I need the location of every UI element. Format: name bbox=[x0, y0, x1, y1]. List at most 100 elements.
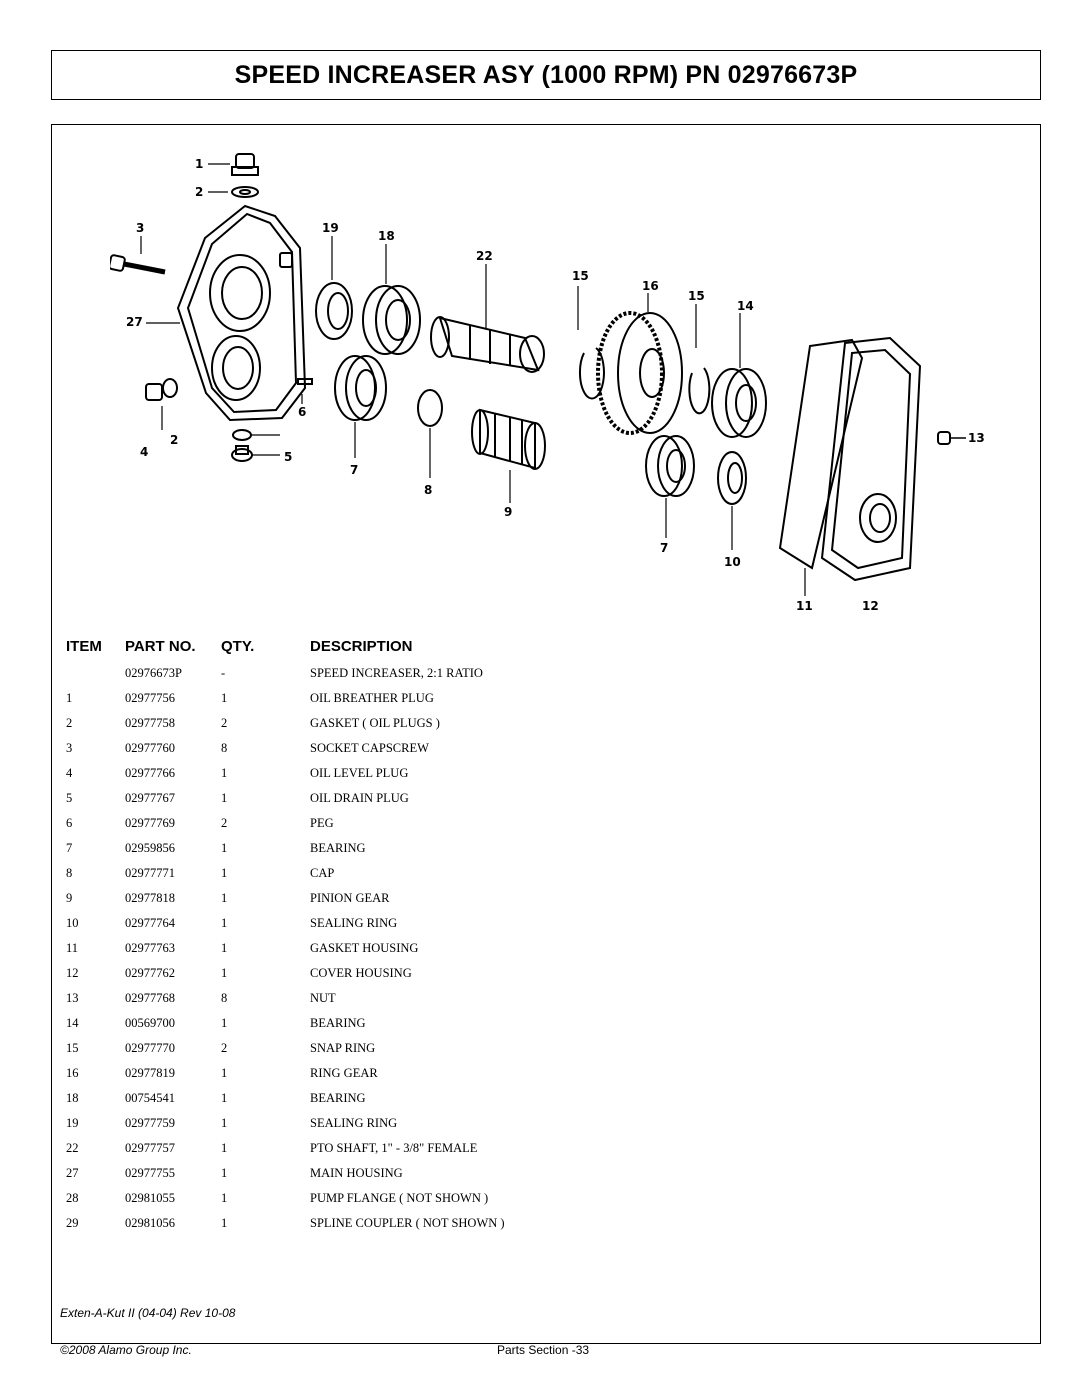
quantity-cell: 1 bbox=[221, 1166, 228, 1180]
callout-3: 3 bbox=[136, 221, 144, 235]
sealing-ring-19-drawing bbox=[315, 282, 353, 340]
quantity-cell: - bbox=[221, 666, 226, 680]
part-number-cell: 00754541 bbox=[125, 1091, 175, 1105]
description-cell: SPEED INCREASER, 2:1 RATIO bbox=[310, 666, 483, 680]
callout-6: 6 bbox=[298, 405, 306, 419]
part-number-cell: 02977770 bbox=[125, 1041, 175, 1055]
callout-labels: 1 2 3 19 18 22 15 16 15 14 27 6 2 4 5 7 … bbox=[126, 157, 985, 613]
description-cell: BEARING bbox=[310, 841, 366, 855]
peg-drawing bbox=[297, 378, 313, 385]
part-number-cell: 02977764 bbox=[125, 916, 175, 930]
part-number-cell: 02977756 bbox=[125, 691, 175, 705]
part-number-cell: 02977768 bbox=[125, 991, 175, 1005]
item-cell: 27 bbox=[66, 1166, 79, 1180]
description-cell: GASKET ( OIL PLUGS ) bbox=[310, 716, 440, 730]
header-item: ITEM bbox=[66, 638, 102, 655]
item-cell: 13 bbox=[66, 991, 79, 1005]
callout-15b: 15 bbox=[688, 289, 705, 303]
part-number-cell: 02977757 bbox=[125, 1141, 175, 1155]
item-cell: 12 bbox=[66, 966, 79, 980]
footer-page-number: Parts Section -33 bbox=[497, 1343, 590, 1357]
description-cell: SOCKET CAPSCREW bbox=[310, 741, 429, 755]
cap-drawing bbox=[417, 389, 443, 427]
parts-panel bbox=[51, 124, 1041, 1344]
quantity-cell: 1 bbox=[221, 1191, 228, 1205]
quantity-cell: 1 bbox=[221, 791, 228, 805]
part-number-cell: 02977758 bbox=[125, 716, 175, 730]
table-row: 02976673P-SPEED INCREASER, 2:1 RATIO bbox=[0, 662, 1080, 687]
description-cell: GASKET HOUSING bbox=[310, 941, 419, 955]
item-cell: 2 bbox=[66, 716, 73, 730]
part-number-cell: 02977767 bbox=[125, 791, 175, 805]
quantity-cell: 8 bbox=[221, 741, 228, 755]
gasket-drawing bbox=[232, 429, 252, 441]
quantity-cell: 1 bbox=[221, 916, 228, 930]
description-cell: CAP bbox=[310, 866, 335, 880]
quantity-cell: 1 bbox=[221, 841, 228, 855]
footer-revision: Exten-A-Kut II (04-04) Rev 10-08 bbox=[60, 1306, 236, 1320]
nut-drawing bbox=[937, 431, 951, 445]
item-cell: 3 bbox=[66, 741, 73, 755]
item-cell: 8 bbox=[66, 866, 73, 880]
part-number-cell: 00569700 bbox=[125, 1016, 175, 1030]
oil-breather-plug-drawing bbox=[231, 153, 259, 198]
description-cell: SPLINE COUPLER ( NOT SHOWN ) bbox=[310, 1216, 505, 1230]
part-number-cell: 02977759 bbox=[125, 1116, 175, 1130]
description-cell: PTO SHAFT, 1" - 3/8" FEMALE bbox=[310, 1141, 478, 1155]
callout-13: 13 bbox=[968, 431, 985, 445]
item-cell: 15 bbox=[66, 1041, 79, 1055]
quantity-cell: 1 bbox=[221, 891, 228, 905]
callout-2: 2 bbox=[195, 185, 203, 199]
item-cell: 29 bbox=[66, 1216, 79, 1230]
table-row: 13 02977768 8 NUT bbox=[0, 987, 1080, 1012]
callout-22: 22 bbox=[476, 249, 493, 263]
cover-housing-drawing bbox=[778, 336, 922, 582]
callout-9: 9 bbox=[504, 505, 512, 519]
oil-drain-plug-drawing bbox=[231, 445, 253, 462]
quantity-cell: 1 bbox=[221, 941, 228, 955]
quantity-cell: 1 bbox=[221, 1116, 228, 1130]
snap-ring-drawing bbox=[578, 347, 605, 400]
quantity-cell: 1 bbox=[221, 1141, 228, 1155]
part-number-cell: 02981055 bbox=[125, 1191, 175, 1205]
exploded-parts-diagram: 1 2 3 19 18 22 15 16 15 14 27 6 2 4 5 7 … bbox=[110, 153, 985, 613]
quantity-cell: 1 bbox=[221, 691, 228, 705]
quantity-cell: 1 bbox=[221, 1066, 228, 1080]
callout-11: 11 bbox=[796, 599, 813, 613]
part-number-cell: 02977762 bbox=[125, 966, 175, 980]
description-cell: RING GEAR bbox=[310, 1066, 378, 1080]
part-number-cell: 02977818 bbox=[125, 891, 175, 905]
part-number-cell: 02977755 bbox=[125, 1166, 175, 1180]
part-number-cell: 02977771 bbox=[125, 866, 175, 880]
footer-copyright: ©2008 Alamo Group Inc. bbox=[60, 1343, 192, 1357]
callout-19: 19 bbox=[322, 221, 339, 235]
callout-5: 5 bbox=[284, 450, 292, 464]
quantity-cell: 1 bbox=[221, 1016, 228, 1030]
item-cell: 6 bbox=[66, 816, 73, 830]
callout-16: 16 bbox=[642, 279, 659, 293]
callout-1: 1 bbox=[195, 157, 203, 171]
item-cell: 5 bbox=[66, 791, 73, 805]
part-number-cell: 02977766 bbox=[125, 766, 175, 780]
quantity-cell: 1 bbox=[221, 866, 228, 880]
item-cell: 7 bbox=[66, 841, 73, 855]
item-cell: 10 bbox=[66, 916, 79, 930]
description-cell: PINION GEAR bbox=[310, 891, 390, 905]
quantity-cell: 2 bbox=[221, 816, 228, 830]
description-cell: NUT bbox=[310, 991, 336, 1005]
oil-level-plug-drawing bbox=[145, 378, 178, 401]
callout-18: 18 bbox=[378, 229, 395, 243]
sealing-ring-10-drawing bbox=[717, 451, 747, 505]
quantity-cell: 8 bbox=[221, 991, 228, 1005]
